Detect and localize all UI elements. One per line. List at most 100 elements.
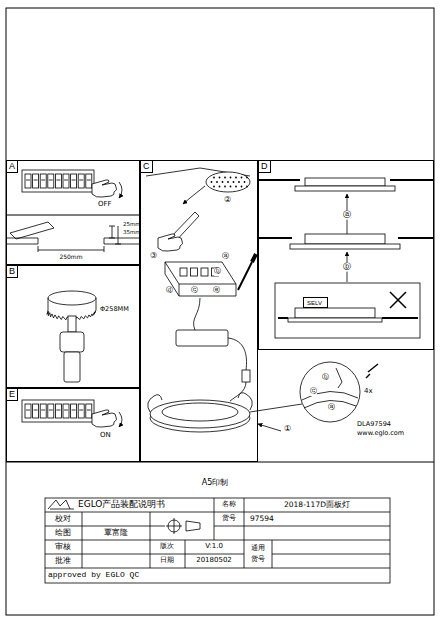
quantity-note: 4x xyxy=(364,388,373,396)
circuit-breaker xyxy=(34,180,38,181)
hole-saw xyxy=(64,352,80,382)
page-frame xyxy=(6,8,434,615)
spec-table xyxy=(166,518,182,534)
wrong-mounting-inset xyxy=(390,292,406,308)
ceiling-plate xyxy=(244,181,246,183)
step-letter: D xyxy=(259,161,271,173)
table-cell: 97594 xyxy=(250,515,274,523)
zoom-detail xyxy=(300,362,360,422)
table-cell: V:1.0 xyxy=(205,543,223,551)
circuit-breaker xyxy=(86,404,92,418)
callout-letter: ⓒ xyxy=(191,287,198,295)
ceiling-cutout xyxy=(38,238,39,244)
ceiling-cutout xyxy=(104,238,139,239)
ceiling-plate xyxy=(183,186,205,204)
circuit-breaker xyxy=(72,180,76,181)
circuit-breaker xyxy=(79,410,83,411)
callout-number: ③ xyxy=(150,252,157,261)
page-frame xyxy=(6,462,434,463)
wrong-mounting-inset xyxy=(275,283,420,338)
panel-lamp xyxy=(162,403,238,421)
circuit-breaker xyxy=(34,410,38,411)
spec-table xyxy=(185,540,186,568)
ceiling-plate xyxy=(222,181,224,183)
website: www.eglo.com xyxy=(357,430,404,437)
article-code: DLA97594 xyxy=(357,421,391,428)
ceiling-plate xyxy=(227,181,229,183)
zoom-detail xyxy=(304,400,356,408)
panel-lamp xyxy=(238,393,252,410)
circuit-breaker xyxy=(72,410,76,411)
circuit-breaker xyxy=(22,400,94,422)
ceiling-plate xyxy=(211,177,248,188)
print-note: A5印制 xyxy=(202,479,229,488)
ceiling-plate xyxy=(246,177,248,179)
circuit-breaker xyxy=(41,410,45,411)
spec-table xyxy=(45,540,390,541)
callout-letter: ⓔ xyxy=(213,287,220,295)
ceiling-cutout xyxy=(104,246,105,252)
ceiling-plate xyxy=(230,186,232,188)
callout-letter: ⓐ xyxy=(328,404,335,412)
spec-table xyxy=(45,554,244,555)
callout-letter: ⓒ xyxy=(310,388,317,396)
circuit-breaker xyxy=(48,174,54,188)
circuit-breaker xyxy=(49,410,53,411)
terminal-box xyxy=(165,254,256,296)
spec-table xyxy=(150,512,151,568)
dimension: 25mm xyxy=(123,221,141,227)
spec-table xyxy=(244,498,245,568)
callout-letter: ⓓ xyxy=(166,287,173,295)
mounting-step xyxy=(295,186,395,191)
wire xyxy=(194,298,247,401)
circuit-breaker xyxy=(33,404,39,418)
circuit-breaker xyxy=(40,404,46,418)
circuit-breaker xyxy=(33,174,39,188)
ceiling-plate xyxy=(213,186,215,188)
step-panel: C xyxy=(140,160,258,462)
terminal-box xyxy=(252,254,256,262)
circuit-breaker xyxy=(87,410,91,411)
table-cell: 批准 xyxy=(55,557,71,565)
wire xyxy=(230,382,246,401)
dimension: Φ258MM xyxy=(100,306,129,313)
ceiling-cutout xyxy=(109,226,115,227)
circuit-breaker xyxy=(25,404,31,418)
ceiling-plate xyxy=(224,177,226,179)
ceiling-plate xyxy=(246,186,248,188)
spec-table xyxy=(45,498,390,583)
callout-number: ① xyxy=(284,425,291,434)
ceiling-cutout xyxy=(112,226,113,238)
cutter-tool xyxy=(158,212,199,251)
mounting-step xyxy=(347,194,348,234)
hand-off xyxy=(92,180,117,197)
hole-saw xyxy=(48,291,96,305)
table-cell: 版次 xyxy=(160,543,174,551)
step-letter: A xyxy=(7,161,18,173)
dimension: 250mm xyxy=(59,254,82,261)
ceiling-plate xyxy=(211,181,213,183)
table-cell: 覃富隆 xyxy=(104,529,128,537)
terminal-box xyxy=(201,268,208,276)
circuit-breaker xyxy=(64,180,68,181)
circuit-breaker xyxy=(71,174,77,188)
circuit-breaker xyxy=(78,404,84,418)
panel-lamp xyxy=(148,395,162,412)
wrong-mounting-inset xyxy=(382,317,418,319)
spec-table xyxy=(82,512,83,568)
mounting-step xyxy=(347,252,348,282)
spec-table xyxy=(214,498,215,540)
ceiling-plate xyxy=(238,181,240,183)
ceiling-plate xyxy=(241,186,243,188)
hand-on xyxy=(92,410,122,427)
circuit-breaker xyxy=(56,180,60,181)
table-cell: 校对 xyxy=(55,515,71,523)
led-driver xyxy=(176,330,228,346)
wrong-mounting-inset xyxy=(278,317,288,319)
hole-saw xyxy=(68,316,76,332)
ceiling-plate xyxy=(216,181,218,183)
callout-letter: ⓐ xyxy=(343,211,351,220)
panel-lamp xyxy=(258,424,281,431)
circuit-breaker xyxy=(41,180,45,181)
